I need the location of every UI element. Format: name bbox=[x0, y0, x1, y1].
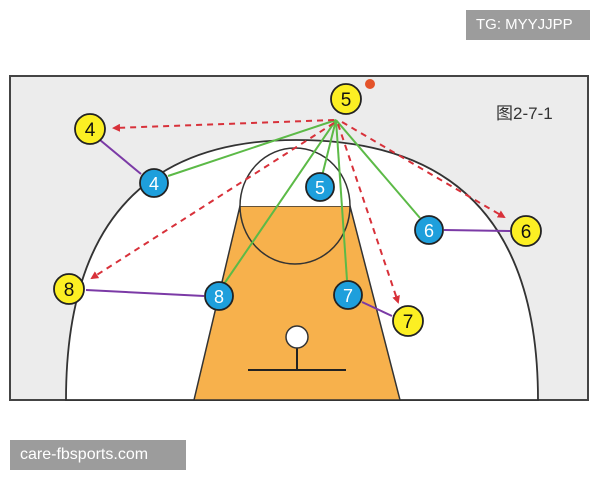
cut-arrow-7 bbox=[337, 123, 400, 304]
pass-lane-5 bbox=[321, 119, 337, 177]
defense-player-4-label: 4 bbox=[149, 174, 159, 194]
cut-arrows bbox=[90, 119, 506, 304]
defense-player-5-label: 5 bbox=[315, 178, 325, 198]
cut-arrow-8 bbox=[90, 122, 335, 280]
offense-player-6: 6 bbox=[510, 215, 542, 247]
basket bbox=[285, 325, 309, 349]
defense-links bbox=[85, 139, 511, 317]
defense-player-7: 7 bbox=[333, 280, 363, 310]
cut-arrow-6 bbox=[341, 121, 506, 219]
defense-player-6-label: 6 bbox=[424, 221, 434, 241]
offense-player-7-label: 7 bbox=[403, 312, 414, 333]
figure-label: 图2-7-1 bbox=[496, 104, 553, 123]
pass-lane-6 bbox=[335, 119, 421, 219]
ball-icon bbox=[365, 79, 375, 89]
offense-player-8: 8 bbox=[53, 273, 85, 305]
defense-player-5: 5 bbox=[305, 172, 335, 202]
offense-player-6-label: 6 bbox=[521, 222, 532, 243]
guard-link-7 bbox=[361, 301, 393, 317]
passing-lanes bbox=[167, 119, 421, 285]
offense-player-4: 4 bbox=[74, 113, 106, 145]
pass-lane-7 bbox=[335, 119, 348, 281]
guard-link-4 bbox=[99, 139, 142, 175]
guard-link-8 bbox=[85, 289, 205, 297]
cut-arrow-4 bbox=[112, 119, 335, 132]
offense-player-7: 7 bbox=[392, 305, 424, 337]
pass-lane-4 bbox=[167, 119, 337, 177]
defense-player-7-label: 7 bbox=[343, 286, 353, 306]
offense-player-5-label: 5 bbox=[341, 90, 352, 111]
offense-player-5: 5 bbox=[330, 83, 362, 115]
defense-player-4: 4 bbox=[139, 168, 169, 198]
defense-player-6: 6 bbox=[414, 215, 444, 245]
pass-lane-8 bbox=[223, 119, 337, 285]
watermark-top-right: TG: MYYJJPP bbox=[466, 10, 590, 40]
offense-player-8-label: 8 bbox=[64, 280, 75, 301]
watermark-bottom-left: care-fbsports.com bbox=[10, 440, 186, 470]
guard-link-6 bbox=[443, 229, 511, 232]
defense-player-8-label: 8 bbox=[214, 287, 224, 307]
offense-player-4-label: 4 bbox=[85, 120, 96, 141]
defense-player-8: 8 bbox=[204, 281, 234, 311]
